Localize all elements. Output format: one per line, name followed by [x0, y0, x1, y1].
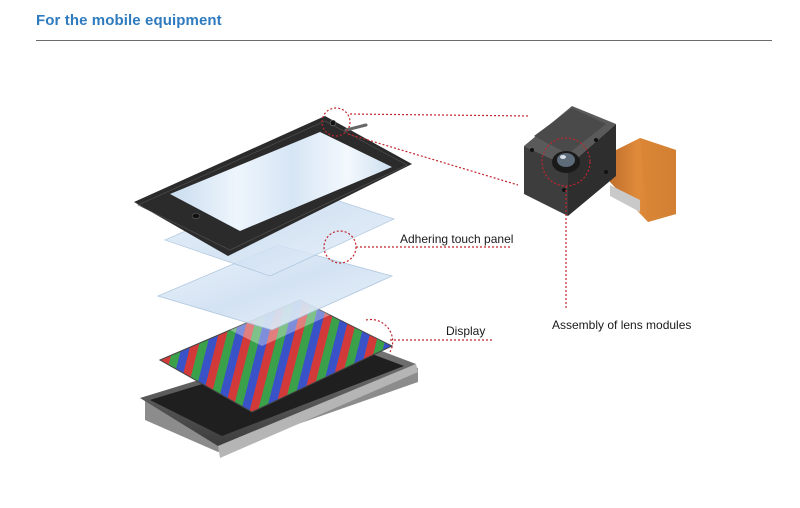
front-cover [134, 116, 412, 256]
display-label: Display [446, 324, 486, 338]
lens-modules-label: Assembly of lens modules [552, 318, 692, 332]
title-divider [36, 40, 772, 41]
camera-callout-circle [321, 107, 351, 137]
camera-module [524, 106, 676, 222]
display-callout-arc [365, 318, 394, 353]
page-title: For the mobile equipment [36, 12, 222, 29]
callout-lines [321, 107, 591, 353]
touch-panel-label: Adhering touch panel [400, 232, 514, 246]
